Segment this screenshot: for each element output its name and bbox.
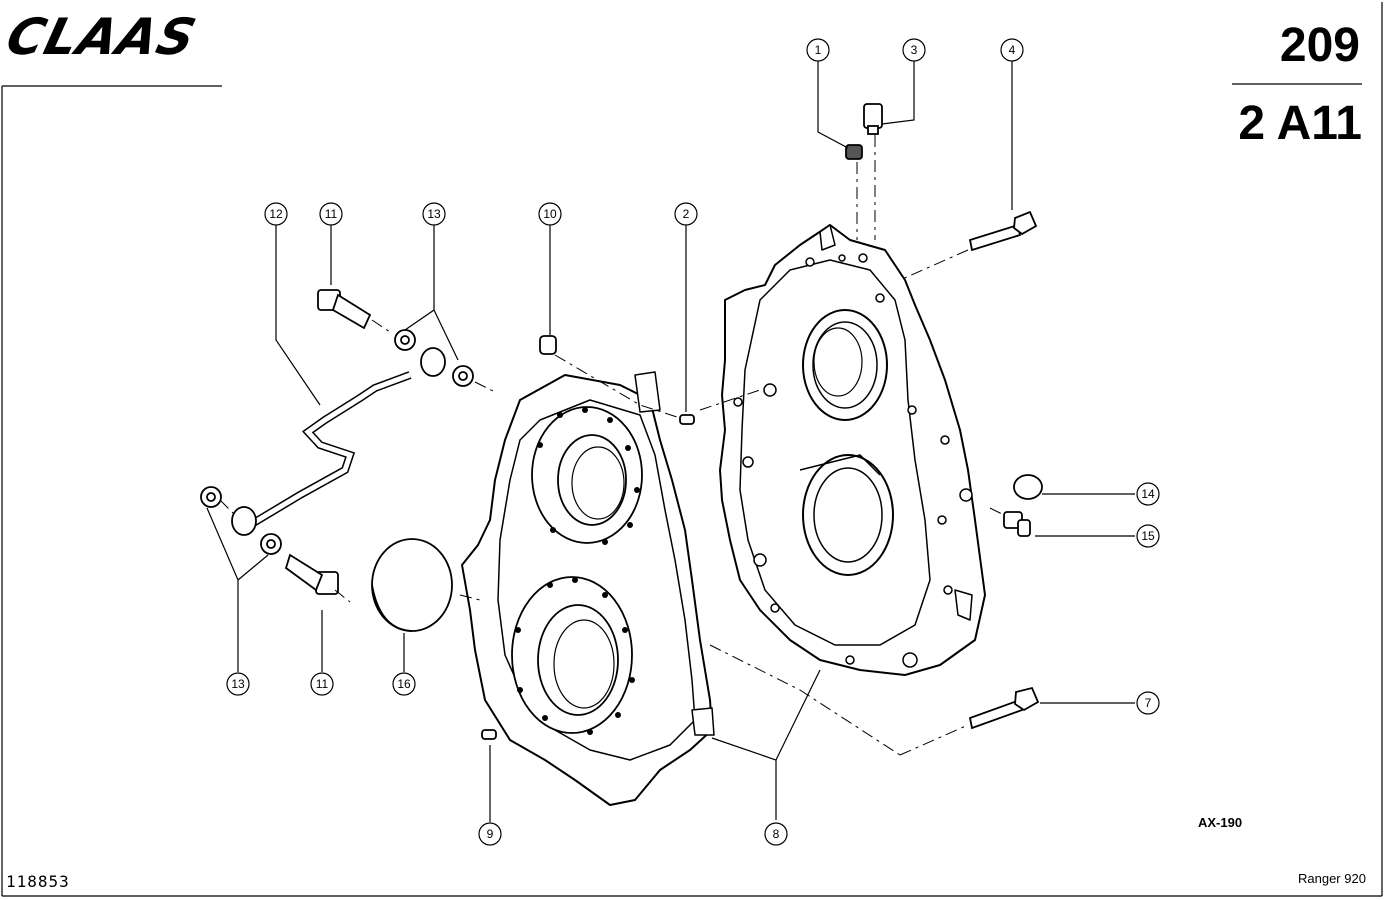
callout-11-lower: 11 bbox=[310, 672, 334, 696]
callout-7: 7 bbox=[1136, 691, 1160, 715]
callout-label: 3 bbox=[911, 43, 918, 57]
document-number: 118853 bbox=[6, 872, 70, 891]
callout-label: 13 bbox=[427, 207, 441, 221]
callout-label: 9 bbox=[487, 827, 494, 841]
callout-8: 8 bbox=[764, 822, 788, 846]
callout-label: 15 bbox=[1141, 529, 1155, 543]
callout-label: 11 bbox=[316, 677, 329, 691]
callout-label: 16 bbox=[397, 677, 411, 691]
model-name: Ranger 920 bbox=[1298, 871, 1366, 886]
callout-label: 7 bbox=[1145, 696, 1152, 710]
callout-label: 8 bbox=[773, 827, 780, 841]
callout-13-upper: 13 bbox=[422, 202, 446, 226]
gear-housing-rear bbox=[719, 224, 986, 676]
leader-lines bbox=[206, 61, 1135, 822]
callout-13-lower: 13 bbox=[226, 672, 250, 696]
callout-label: 11 bbox=[325, 207, 338, 221]
callout-3: 3 bbox=[902, 38, 926, 62]
callout-11-upper: 11 bbox=[319, 202, 343, 226]
callout-label: 2 bbox=[683, 207, 690, 221]
group-code: 2 A11 bbox=[1238, 97, 1362, 150]
callout-label: 1 bbox=[815, 43, 822, 57]
drawing-code: AX-190 bbox=[1198, 815, 1243, 830]
callout-label: 13 bbox=[231, 677, 245, 691]
callout-4: 4 bbox=[1000, 38, 1024, 62]
callout-10: 10 bbox=[538, 202, 562, 226]
gear-housing-front bbox=[461, 371, 715, 806]
callout-14: 14 bbox=[1136, 482, 1160, 506]
callout-1: 1 bbox=[806, 38, 830, 62]
callout-label: 12 bbox=[269, 207, 283, 221]
callout-12: 12 bbox=[264, 202, 288, 226]
callout-15: 15 bbox=[1136, 524, 1160, 548]
callout-16: 16 bbox=[392, 672, 416, 696]
callout-9: 9 bbox=[478, 822, 502, 846]
small-parts bbox=[200, 103, 1043, 740]
callout-label: 4 bbox=[1009, 43, 1016, 57]
callout-label: 14 bbox=[1141, 487, 1155, 501]
callout-label: 10 bbox=[543, 207, 557, 221]
centre-lines bbox=[219, 135, 1005, 756]
callout-2: 2 bbox=[674, 202, 698, 226]
page-number: 209 bbox=[1279, 19, 1360, 72]
